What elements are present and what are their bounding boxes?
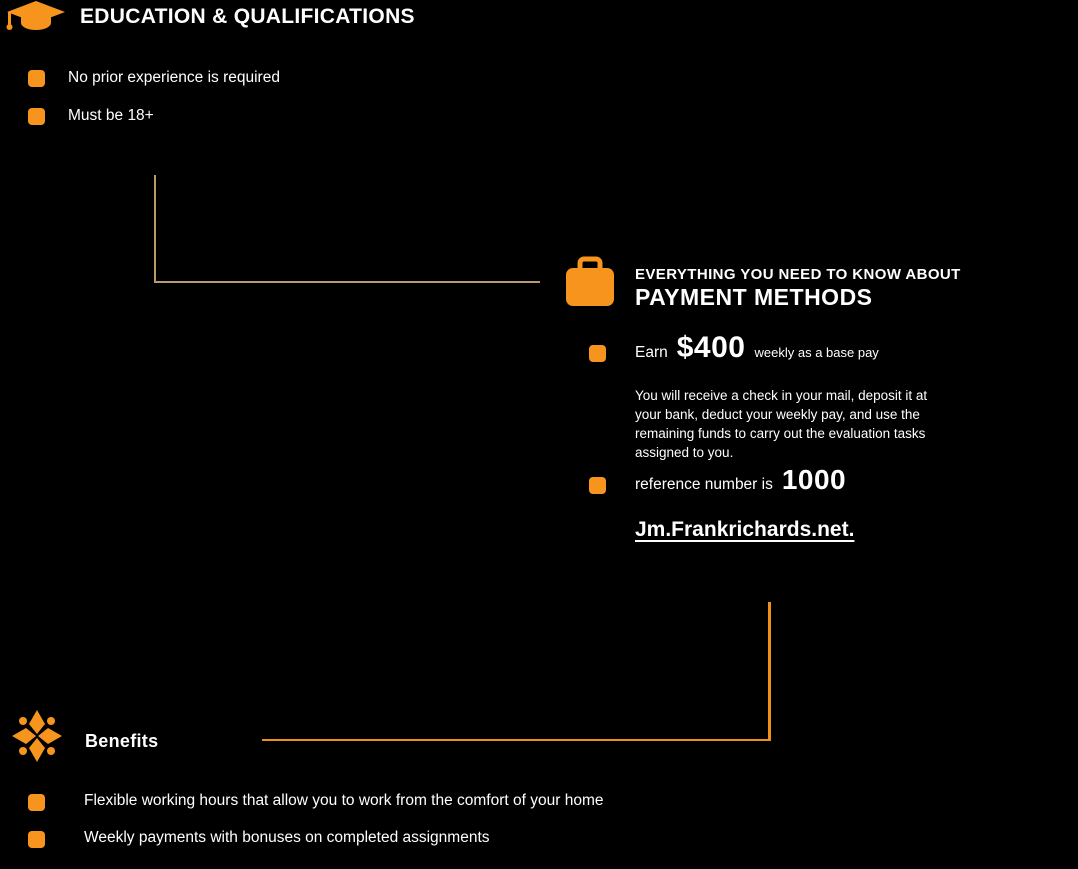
earn-suffix-label: weekly as a base pay (754, 345, 879, 360)
benefits-section-title: Benefits (85, 731, 159, 751)
connector-line-bottom (262, 602, 771, 741)
education-section-title: EDUCATION & QUALIFICATIONS (80, 5, 415, 28)
education-bullet-2: Must be 18+ (68, 107, 154, 124)
payment-reference-row: reference number is 1000 (635, 464, 846, 496)
benefits-bullet-1: Flexible working hours that allow you to… (84, 792, 604, 809)
contact-email-link[interactable]: Jm.Frankrichards.net. (635, 518, 855, 541)
bullet-square-icon (589, 345, 606, 362)
payment-section-title: PAYMENT METHODS (635, 284, 873, 310)
education-bullet-1: No prior experience is required (68, 69, 280, 86)
earn-prefix-label: Earn (635, 344, 668, 361)
reference-amount-value: 1000 (781, 464, 847, 495)
bullet-square-icon (28, 831, 45, 848)
earn-amount-value: $400 (676, 331, 746, 364)
flower-badge-icon (10, 708, 64, 764)
benefits-bullet-2: Weekly payments with bonuses on complete… (84, 829, 490, 846)
bullet-square-icon (589, 477, 606, 494)
reference-prefix-label: reference number is (635, 476, 773, 493)
briefcase-icon (563, 256, 617, 310)
bullet-square-icon (28, 70, 45, 87)
connector-line-top (154, 175, 540, 283)
payment-description: You will receive a check in your mail, d… (635, 388, 928, 461)
graduation-cap-icon (6, 0, 66, 34)
payment-section-subtitle: EVERYTHING YOU NEED TO KNOW ABOUT (635, 266, 961, 283)
bullet-square-icon (28, 108, 45, 125)
bullet-square-icon (28, 794, 45, 811)
payment-earn-row: Earn $400 weekly as a base pay (635, 331, 879, 365)
